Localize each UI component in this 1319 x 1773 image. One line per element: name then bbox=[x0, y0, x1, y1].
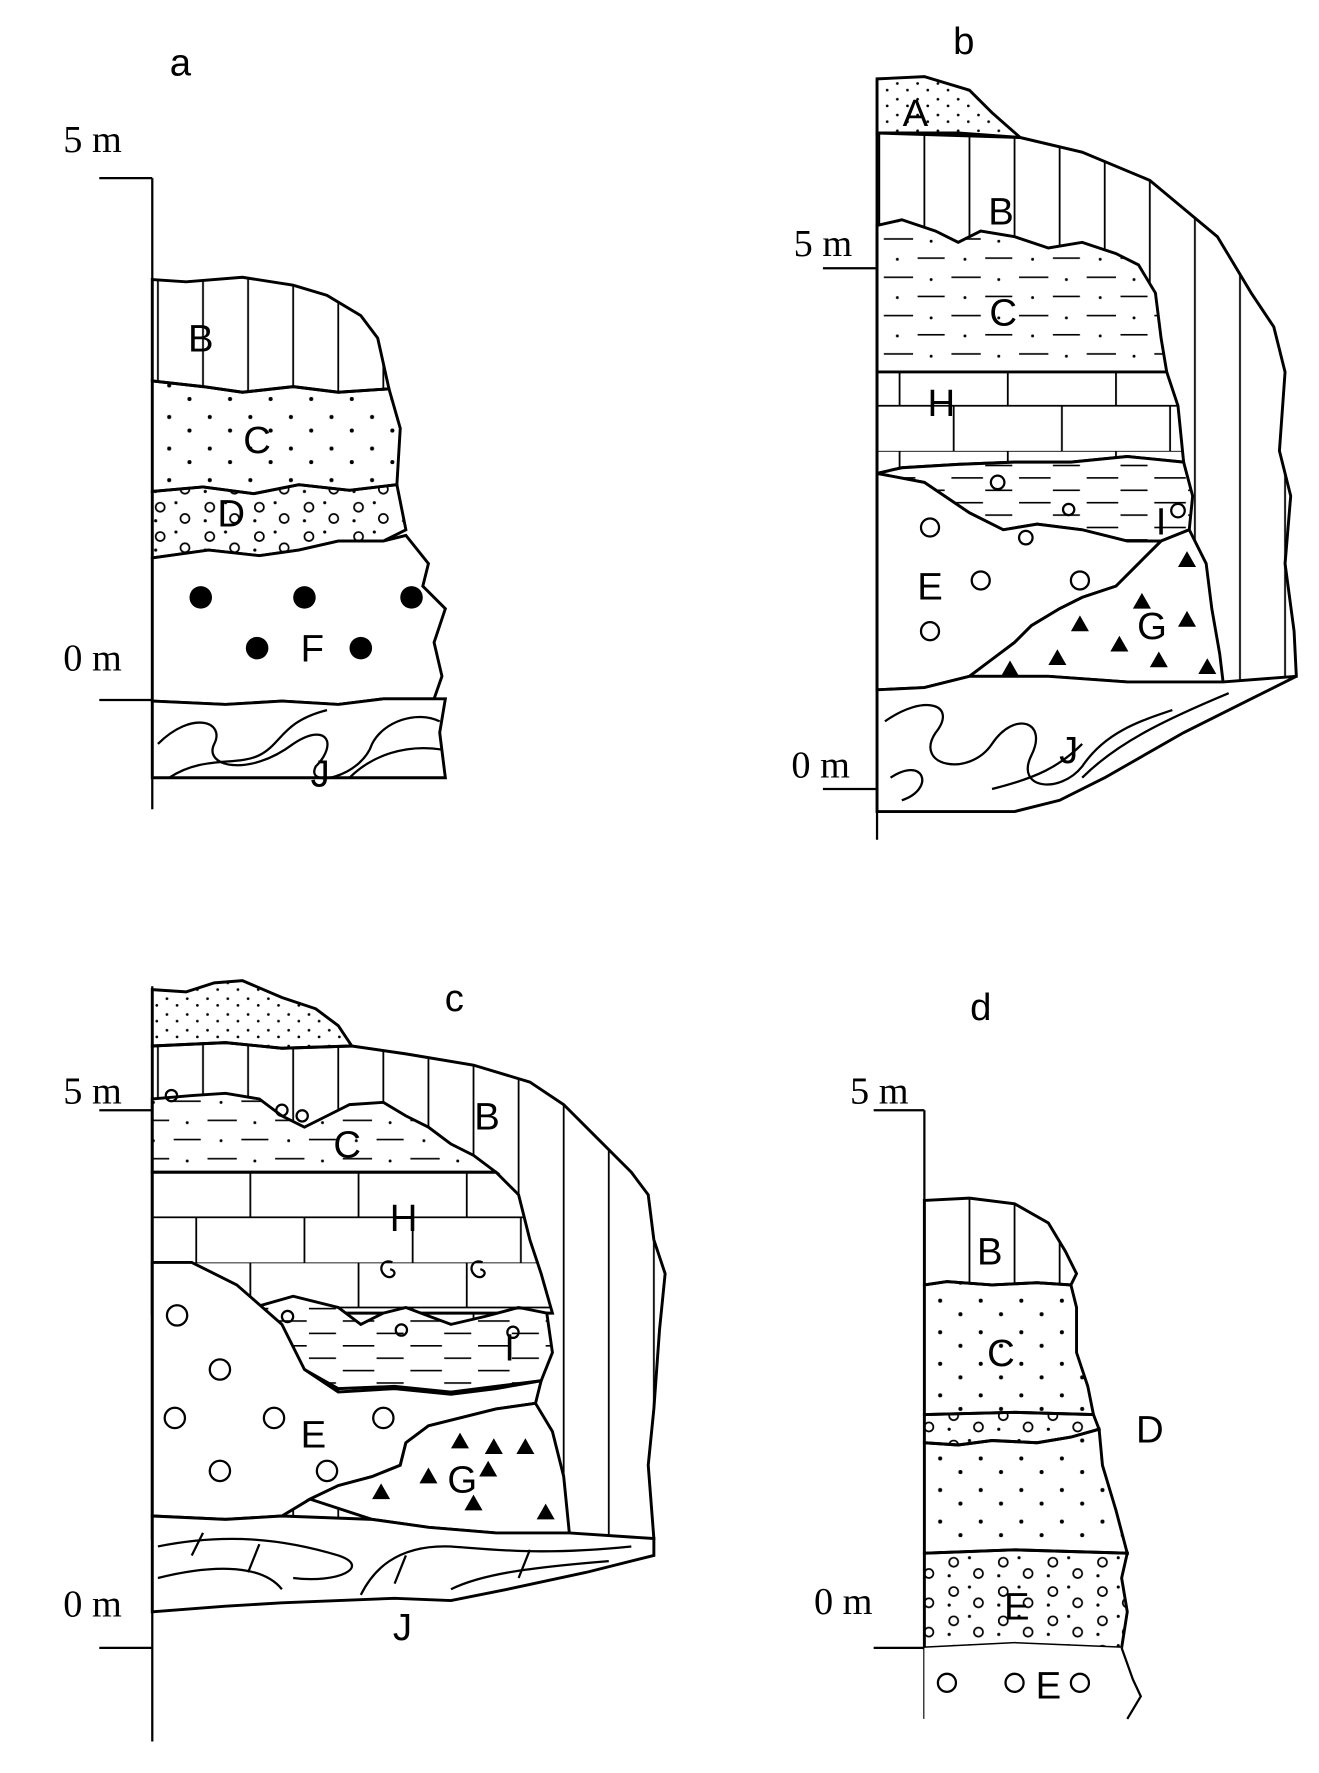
panel-a-scale-top: 5 m bbox=[63, 119, 122, 161]
panel-d-layer-e-lower bbox=[924, 1643, 1139, 1725]
panel-c-layer-top-sand bbox=[150, 979, 355, 1050]
panel-b-j-folds bbox=[884, 692, 1230, 802]
panel-c-scale-top: 5 m bbox=[63, 1070, 122, 1112]
panel-c-label-h: H bbox=[390, 1197, 418, 1240]
panel-b-label-j: J bbox=[1059, 729, 1078, 772]
panel-a-label-d: D bbox=[217, 492, 245, 535]
panel-a-label-c: C bbox=[243, 419, 271, 462]
panel-d-layer-sand bbox=[922, 1427, 1130, 1555]
panel-b-label-g: G bbox=[1137, 605, 1167, 648]
panel-b-scale-top: 5 m bbox=[794, 223, 853, 265]
panel-c-scale-bottom: 0 m bbox=[63, 1583, 122, 1625]
panel-d-label-e-lower: E bbox=[1036, 1665, 1062, 1708]
panel-b-layer-j bbox=[875, 674, 1297, 814]
panel-b-label-h: H bbox=[927, 382, 955, 425]
panel-d-scale-top: 5 m bbox=[850, 1070, 909, 1112]
panel-c-label-b: B bbox=[474, 1095, 500, 1138]
panel-d-layer-e-upper bbox=[922, 1548, 1130, 1650]
panel-a-axis bbox=[99, 176, 154, 810]
panel-b-layer-a bbox=[875, 75, 1025, 140]
panel-d-scale-bottom: 0 m bbox=[814, 1581, 873, 1623]
panel-c-fossil-icon bbox=[380, 1260, 486, 1279]
panel-b: b 5 m 0 m A bbox=[791, 20, 1298, 840]
panel-b-label-i: I bbox=[1156, 500, 1167, 543]
panel-d-axis bbox=[873, 1109, 926, 1719]
panel-c-label-e: E bbox=[301, 1413, 327, 1456]
panel-a-layer-j bbox=[150, 697, 448, 780]
panel-b-scale-bottom: 0 m bbox=[791, 745, 850, 787]
panel-d-e-pebbles bbox=[936, 1672, 1091, 1693]
panel-a-j-folds bbox=[157, 709, 443, 780]
panel-a-label-j: J bbox=[311, 753, 330, 796]
panel-c-label-c: C bbox=[333, 1124, 361, 1167]
panel-a-layer-c bbox=[150, 379, 402, 496]
panel-c-label-g: G bbox=[447, 1458, 477, 1501]
panel-a-label-b: B bbox=[188, 318, 214, 361]
panel-b-title: b bbox=[953, 20, 974, 63]
panel-d-label-d: D bbox=[1136, 1409, 1164, 1452]
panel-c-e-pebbles bbox=[163, 1304, 395, 1483]
panel-b-e-pebbles bbox=[919, 474, 1186, 642]
panel-c: c 5 m 0 m bbox=[63, 977, 667, 1742]
panel-a-title: a bbox=[170, 42, 192, 85]
panel-d-label-b: B bbox=[977, 1231, 1003, 1274]
panel-c-label-j: J bbox=[393, 1606, 412, 1649]
panel-c-j-folds bbox=[157, 1532, 632, 1596]
panel-b-label-a: A bbox=[903, 92, 929, 135]
panel-a-layer-f bbox=[150, 533, 448, 706]
panel-d-label-e-upper: E bbox=[1004, 1586, 1030, 1629]
panel-d: d 5 m 0 m B C D E E bbox=[814, 986, 1164, 1725]
panel-c-title: c bbox=[445, 977, 464, 1020]
panel-a-scale-bottom: 0 m bbox=[63, 638, 122, 680]
panel-c-label-i: I bbox=[504, 1326, 515, 1369]
panel-d-label-c: C bbox=[987, 1332, 1015, 1375]
panel-b-label-c: C bbox=[989, 292, 1017, 335]
panel-a-label-f: F bbox=[301, 628, 324, 671]
panel-a-f-nodules bbox=[189, 586, 423, 660]
panel-b-label-e: E bbox=[917, 566, 943, 609]
panel-b-label-b: B bbox=[988, 190, 1014, 233]
panel-b-axis bbox=[822, 78, 879, 840]
panel-a: a 5 m 0 m B C D F J bbox=[63, 42, 448, 810]
panel-d-title: d bbox=[970, 986, 991, 1029]
